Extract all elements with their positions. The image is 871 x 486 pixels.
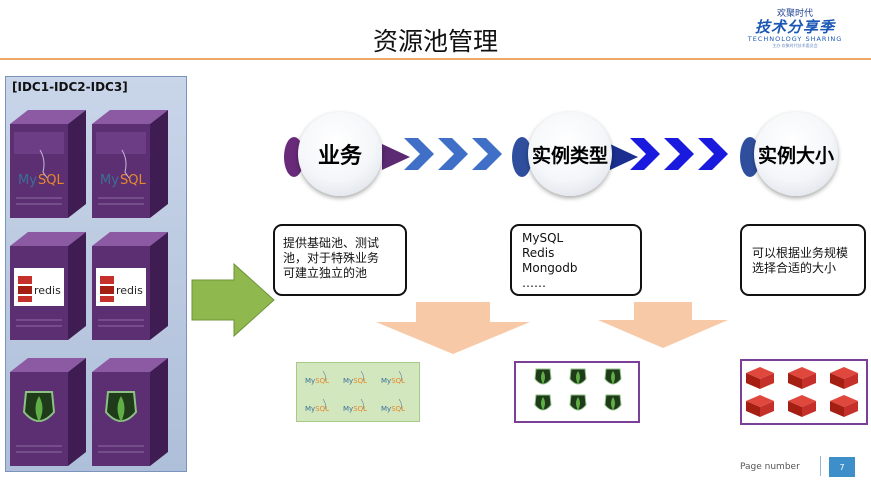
step-instance-size-label: 实例大小 <box>757 144 834 167</box>
mysql-logo-icon: MySQL <box>343 405 367 413</box>
business-desc-line: 可建立独立的池 <box>283 266 368 280</box>
server-grid: My SQL My SQL redis redis <box>10 110 180 470</box>
mysql-server-icon: My SQL <box>92 110 168 218</box>
redis-cube-icon <box>746 367 858 417</box>
mongodb-server-icon <box>92 358 168 466</box>
down-arrow-icon <box>598 302 728 348</box>
mysql-logo-icon: MySQL <box>305 405 329 413</box>
instance-type-line: MySQL <box>522 231 564 245</box>
chevron-right-icon <box>630 138 728 170</box>
footer-divider <box>820 456 821 476</box>
mysql-server-icon: My SQL <box>10 110 86 218</box>
mysql-logo-icon: MySQL <box>381 405 405 413</box>
svg-text:redis: redis <box>34 284 61 297</box>
page-number-badge: 7 <box>829 457 855 477</box>
svg-text:SQL: SQL <box>38 173 64 188</box>
step-connector-icon <box>512 137 638 177</box>
page-title: 资源池管理 <box>372 27 498 56</box>
instance-type-line: Redis <box>522 246 555 260</box>
redis-server-icon: redis <box>92 232 168 340</box>
mongodb-server-icon <box>10 358 86 466</box>
svg-text:redis: redis <box>116 284 143 297</box>
mongodb-instance-pool <box>514 361 640 423</box>
instance-size-line: 可以根据业务规模 <box>752 246 849 260</box>
mysql-logo-icon: MySQL <box>381 377 405 385</box>
instance-type-line: Mongodb <box>522 261 578 275</box>
step-business-label: 业务 <box>317 144 362 169</box>
logo-line-3: TECHNOLOGY SHARING <box>747 35 843 43</box>
mysql-logo-icon: MySQL <box>343 377 367 385</box>
business-desc-line: 提供基础池、测试 <box>283 236 380 250</box>
instance-type-description-box: MySQL Redis Mongodb …… <box>510 224 642 296</box>
tech-sharing-logo: 欢聚时代 技术分享季 TECHNOLOGY SHARING 主办 欢聚时代技术委… <box>745 6 845 49</box>
pool-label: [IDC1-IDC2-IDC3] <box>12 80 128 94</box>
svg-text:My: My <box>100 173 119 188</box>
logo-line-2: 技术分享季 <box>754 18 835 36</box>
step-instance-type-circle: 实例类型 <box>528 112 612 196</box>
step-instance-type-label: 实例类型 <box>531 144 608 167</box>
step-business-circle: 业务 <box>298 112 382 196</box>
logo-line-1: 欢聚时代 <box>776 9 813 19</box>
step-instance-size-circle: 实例大小 <box>754 112 838 196</box>
redis-instance-pool <box>740 359 868 425</box>
mysql-logo-icon: MySQL <box>305 377 329 385</box>
business-description-box: 提供基础池、测试 池，对于特殊业务 可建立独立的池 <box>273 224 407 296</box>
instance-size-description-box: 可以根据业务规模 选择合适的大小 <box>740 224 866 296</box>
business-desc-line: 池，对于特殊业务 <box>283 251 380 265</box>
title-divider <box>0 58 871 60</box>
svg-text:SQL: SQL <box>120 173 146 188</box>
mongodb-leaf-icon <box>534 368 622 411</box>
page-number-label: Page number <box>740 462 800 472</box>
instance-size-line: 选择合适的大小 <box>752 261 837 275</box>
svg-text:My: My <box>18 173 37 188</box>
instance-type-line: …… <box>522 276 546 290</box>
green-arrow-icon <box>191 262 275 338</box>
redis-server-icon: redis <box>10 232 86 340</box>
down-arrow-icon <box>376 302 530 354</box>
chevron-right-icon <box>404 138 502 170</box>
logo-line-4: 主办 欢聚时代技术委员会 <box>772 43 818 48</box>
mysql-instance-pool: MySQL MySQL MySQL MySQL MySQL MySQL <box>296 362 420 422</box>
